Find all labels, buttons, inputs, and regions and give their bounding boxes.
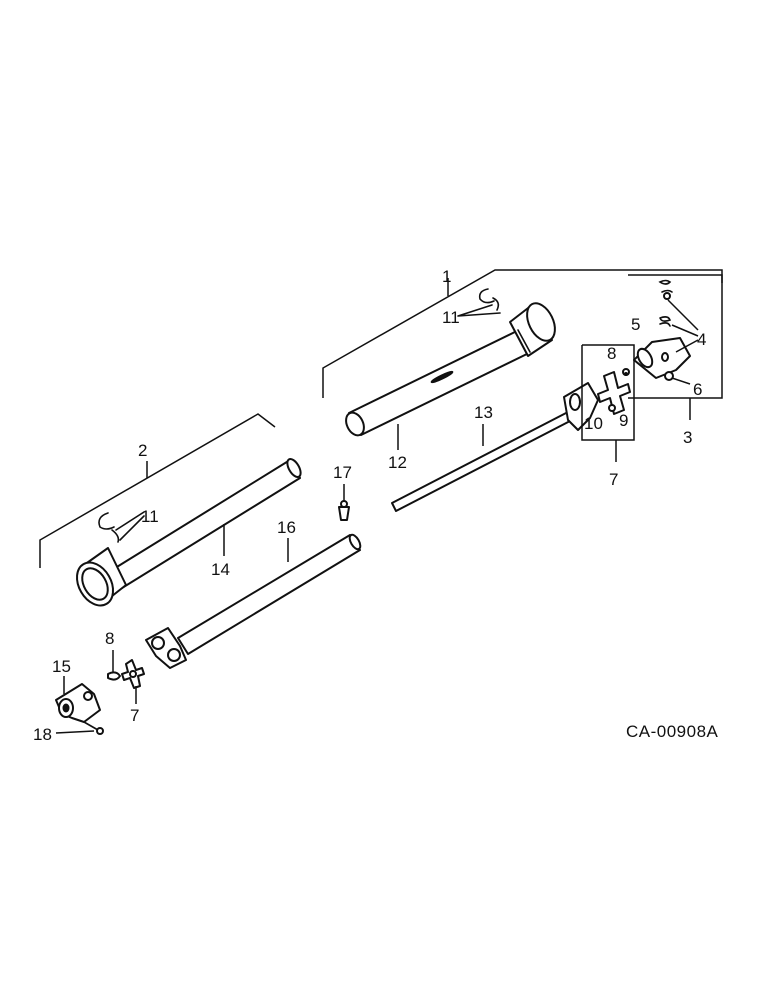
shaft-13 — [391, 382, 599, 512]
cross-kit-7-lower — [121, 659, 145, 704]
retaining-ring-11-lower — [98, 511, 145, 543]
tube-12 — [345, 302, 556, 437]
callout-10: 10 — [584, 414, 603, 433]
retaining-ring-11-upper — [457, 288, 501, 317]
callout-2: 2 — [138, 441, 147, 460]
yoke-15 — [55, 676, 101, 723]
callout-3: 3 — [683, 428, 692, 447]
shaft-16 — [145, 533, 362, 669]
tube-14 — [75, 457, 302, 607]
cross-kit-7-box — [581, 344, 635, 462]
callout-18: 18 — [33, 725, 52, 744]
yoke-assembly-3-box — [628, 274, 723, 420]
bearing-cap-8-lower — [107, 650, 121, 681]
callout-13: 13 — [474, 403, 493, 422]
drawing-code: CA-00908A — [626, 722, 719, 741]
bolt-18 — [55, 721, 104, 735]
callout-6: 6 — [693, 380, 702, 399]
callout-11-lower: 11 — [141, 507, 159, 526]
assembly-2-bracket — [39, 413, 276, 568]
callout-14: 14 — [211, 560, 230, 579]
callout-8-upper: 8 — [607, 344, 616, 363]
callout-12: 12 — [388, 453, 407, 472]
callout-11-upper: 11 — [442, 308, 460, 327]
callout-9: 9 — [619, 411, 628, 430]
callout-8-lower: 8 — [105, 629, 114, 648]
grease-fitting-17 — [338, 484, 350, 521]
callout-7-lower: 7 — [130, 706, 139, 725]
callout-17: 17 — [333, 463, 352, 482]
callout-5: 5 — [631, 315, 640, 334]
callout-15: 15 — [52, 657, 71, 676]
callout-16: 16 — [277, 518, 296, 537]
callout-1: 1 — [442, 267, 451, 286]
callout-7-upper: 7 — [609, 470, 618, 489]
callout-4: 4 — [697, 330, 706, 349]
